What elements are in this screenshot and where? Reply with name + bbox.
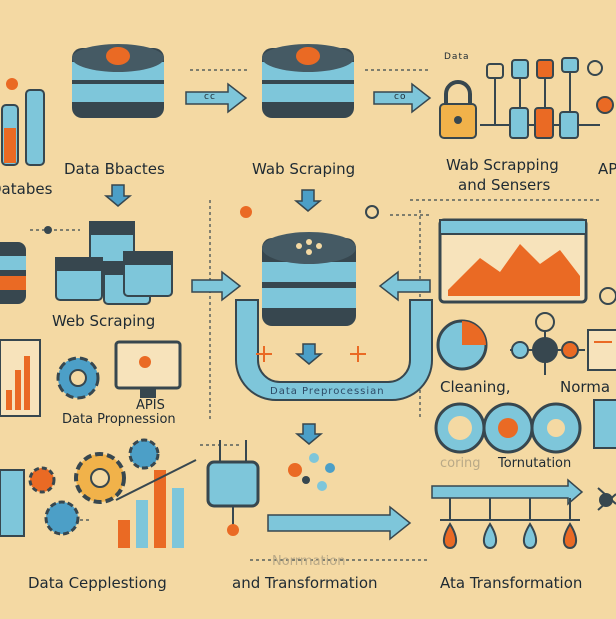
bar-chart-icon: [115, 459, 197, 548]
right-arrow-icon: [267, 505, 412, 541]
flask-icon: [206, 440, 260, 536]
server-cubes-icon: [55, 221, 173, 305]
label-data-small: Data: [444, 52, 470, 62]
circle-icon: [530, 402, 582, 454]
down-arrow-icon: [294, 423, 324, 445]
database-icon: [262, 232, 356, 326]
right-arrow-icon: [185, 82, 248, 114]
right-arrow-icon: [191, 270, 242, 302]
bar-chart-icon: [0, 339, 41, 417]
droplet-circle-icon: [434, 402, 486, 454]
gear-icon: [44, 500, 80, 536]
label-data-propnession: Data Propnession: [62, 412, 176, 427]
line-chart-window-icon: [438, 218, 588, 304]
molecule-icon: [510, 312, 585, 375]
pipeline-arrow-icon: [431, 478, 584, 506]
label-norma: Norma: [560, 378, 611, 396]
down-arrow-icon: [103, 184, 133, 207]
document-icon: [593, 399, 616, 449]
gear-icon: [56, 356, 100, 400]
label-wab-scraping: Wab Scraping: [252, 160, 356, 178]
label-wab-scrapping: Wab Scrapping: [446, 156, 559, 174]
test-tubes-icon: [1, 89, 45, 166]
label-and-transformation: and Transformation: [232, 574, 378, 592]
node-icon: [6, 78, 379, 234]
label-arrow-tag-2: co: [394, 92, 407, 102]
node-icon: [599, 287, 616, 305]
padlock-icon: [439, 80, 477, 139]
database-icon: [262, 44, 354, 118]
down-arrow-icon: [293, 189, 323, 212]
label-ap: AP: [598, 160, 616, 178]
label-databes: Databes: [0, 180, 53, 198]
pie-chart-icon: [436, 319, 488, 371]
label-data-bbactes: Data Bbactes: [64, 160, 165, 178]
label-coring-faded: coring: [440, 456, 481, 471]
gear-icon: [28, 466, 56, 494]
label-and-sensers: and Sensers: [458, 176, 551, 194]
label-web-scraping: Web Scraping: [52, 312, 156, 330]
label-data-preprocessing: Data Preprocessian: [270, 386, 385, 397]
data-preprocessing-banner: [235, 299, 433, 401]
label-norrmation: Norrmation: [272, 554, 346, 569]
left-arrow-icon: [378, 270, 431, 302]
tablet-icon: [0, 469, 25, 537]
dots-icon: [288, 453, 335, 491]
label-data-cepplestiong: Data Cepplestiong: [28, 574, 167, 592]
database-icon: [72, 44, 164, 118]
document-icon: [587, 329, 616, 371]
label-arrow-tag: cc: [204, 92, 216, 102]
molecule-icon: [597, 487, 616, 511]
monitor-icon: [114, 340, 182, 398]
circle-icon: [482, 402, 534, 454]
network-icon: [480, 57, 614, 139]
label-tornutation: Tornutation: [498, 456, 572, 471]
droplet-icon: [440, 498, 580, 550]
label-cleaning: Cleaning,: [440, 378, 511, 396]
label-apis: APIS: [136, 398, 165, 413]
gear-icon: [128, 438, 160, 470]
database-icon: [0, 242, 26, 304]
right-arrow-icon: [373, 82, 432, 114]
spark-icon: [256, 346, 366, 362]
down-arrow-icon: [294, 343, 324, 365]
label-ata-transformation: Ata Transformation: [440, 574, 583, 592]
gear-icon: [74, 452, 126, 504]
